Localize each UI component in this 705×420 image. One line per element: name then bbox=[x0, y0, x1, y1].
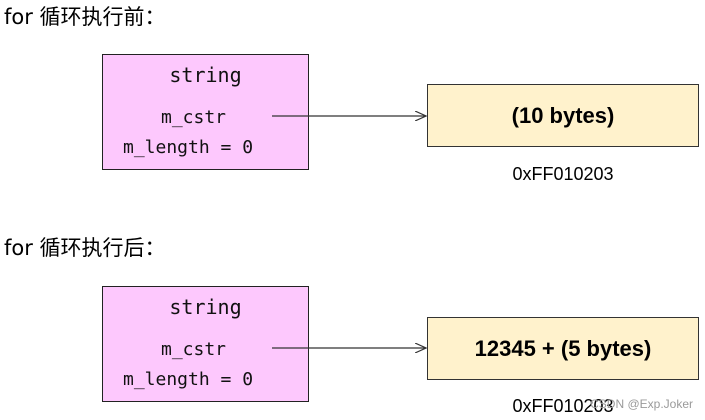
before-string-object: string m_cstr m_length = 0 bbox=[102, 54, 309, 170]
before-buffer-address: 0xFF010203 bbox=[512, 164, 614, 184]
watermark: CSDN @Exp.Joker bbox=[590, 397, 693, 411]
after-string-object: string m_cstr m_length = 0 bbox=[102, 286, 309, 402]
after-buffer: 12345 + (5 bytes) bbox=[427, 317, 699, 380]
after-buffer-address: 0xFF010203 bbox=[512, 396, 614, 416]
after-class-name: string bbox=[169, 295, 242, 319]
after-field-cstr: m_cstr bbox=[161, 339, 227, 360]
after-heading: for 循环执行后： bbox=[4, 236, 166, 260]
after-field-length: m_length = 0 bbox=[123, 369, 254, 390]
before-buffer-content: (10 bytes) bbox=[511, 102, 615, 128]
before-field-length: m_length = 0 bbox=[123, 137, 254, 158]
before-buffer: (10 bytes) bbox=[427, 84, 699, 147]
before-field-cstr: m_cstr bbox=[161, 107, 227, 128]
after-buffer-content: 12345 + (5 bytes) bbox=[474, 335, 652, 361]
before-heading: for 循环执行前： bbox=[4, 5, 166, 29]
before-class-name: string bbox=[169, 63, 242, 87]
